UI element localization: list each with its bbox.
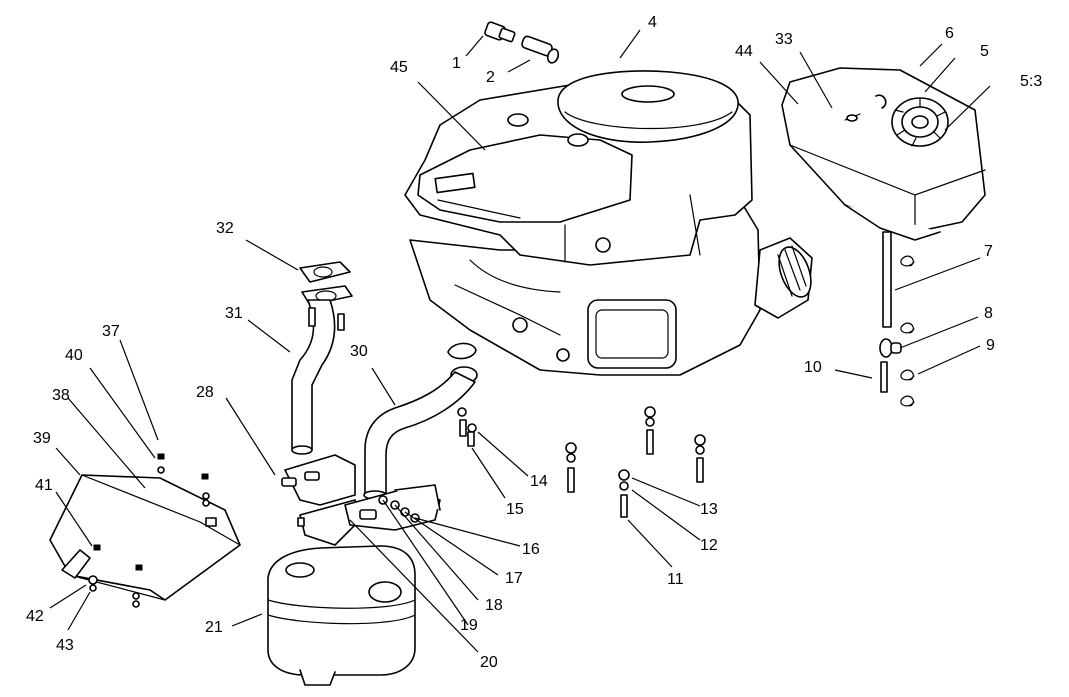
- callout-20: 20: [480, 654, 498, 671]
- callout-38: 38: [52, 387, 70, 404]
- callout-5-3: 5:3: [1020, 73, 1042, 90]
- engine-assembly: [404, 70, 813, 376]
- fuel-line: [879, 231, 915, 407]
- callout-9: 9: [986, 337, 995, 354]
- callout-4: 4: [648, 14, 657, 31]
- callout-17: 17: [505, 570, 523, 587]
- callout-15: 15: [506, 501, 524, 518]
- screws: [88, 453, 210, 608]
- fuel-tank: [781, 67, 986, 241]
- callout-28: 28: [196, 384, 214, 401]
- callout-12: 12: [700, 537, 718, 554]
- exhaust-pipes: [291, 261, 478, 500]
- callout-7: 7: [984, 243, 993, 260]
- callout-10: 10: [804, 359, 822, 376]
- callout-19: 19: [460, 617, 478, 634]
- callout-43: 43: [56, 637, 74, 654]
- callout-30: 30: [350, 343, 368, 360]
- fittings: [484, 21, 560, 64]
- callout-5: 5: [980, 43, 989, 60]
- callout-8: 8: [984, 305, 993, 322]
- callout-39: 39: [33, 430, 51, 447]
- callout-41: 41: [35, 477, 53, 494]
- callout-42: 42: [26, 608, 44, 625]
- hardware: [565, 406, 706, 518]
- callout-40: 40: [65, 347, 83, 364]
- callout-44: 44: [735, 43, 753, 60]
- callout-14: 14: [530, 473, 548, 490]
- muffler: [267, 545, 416, 686]
- heat-shield: [49, 453, 241, 608]
- callout-45: 45: [390, 59, 408, 76]
- callout-16: 16: [522, 541, 540, 558]
- callout-33: 33: [775, 31, 793, 48]
- callout-18: 18: [485, 597, 503, 614]
- callout-labels: 1 2 4 5 5:3 6 7 8 9 10 11 12 13 14 15 16…: [26, 14, 1042, 671]
- callout-2: 2: [486, 69, 495, 86]
- callout-31: 31: [225, 305, 243, 322]
- callout-32: 32: [216, 220, 234, 237]
- callout-6: 6: [945, 25, 954, 42]
- callout-11: 11: [667, 571, 684, 588]
- callout-37: 37: [102, 323, 120, 340]
- callout-21: 21: [205, 619, 223, 636]
- leader-lines: [49, 29, 991, 653]
- callout-13: 13: [700, 501, 718, 518]
- callout-1: 1: [452, 55, 461, 72]
